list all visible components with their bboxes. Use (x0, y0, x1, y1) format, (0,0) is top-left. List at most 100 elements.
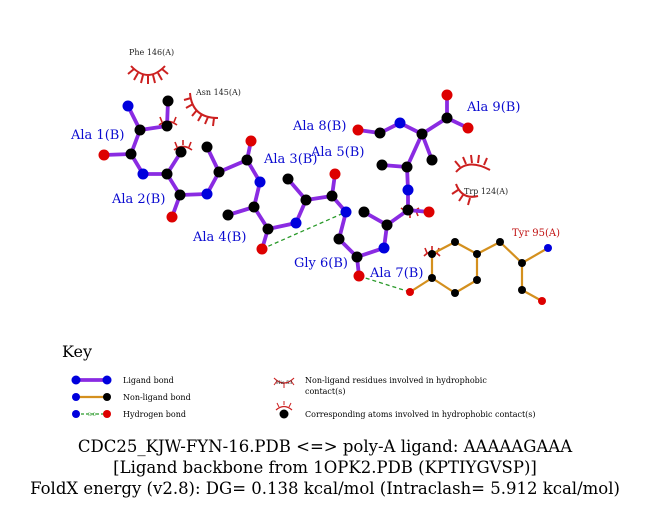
atom-o (441, 89, 453, 101)
key-his53-label: His 53 (276, 380, 292, 386)
atom-c (174, 189, 186, 201)
atom-c (441, 112, 453, 124)
atom-c (248, 201, 260, 213)
caption-line-3: FoldX energy (v2.8): DG= 0.138 kcal/mol … (30, 479, 620, 498)
atom-c (428, 274, 436, 282)
residue-labels: Ala 1(B) Ala 2(B) Ala 3(B) Ala 4(B) Ala … (70, 48, 560, 281)
key-title: Key (62, 342, 92, 361)
atom-c (300, 194, 312, 206)
atom-c (496, 238, 504, 246)
label-trp124: Trp 124(A) (464, 187, 508, 196)
key-corresponding-atoms: Corresponding atoms involved in hydropho… (275, 401, 536, 419)
atom-c (473, 250, 481, 258)
atom-c (161, 120, 173, 132)
atom-o (352, 124, 364, 136)
atom-c (161, 168, 173, 180)
atom-n (402, 184, 414, 196)
atom-o (245, 135, 257, 147)
atom-n (290, 217, 302, 229)
atom-c (162, 95, 174, 107)
label-ala9: Ala 9(B) (466, 100, 520, 115)
key-ligand-bond: Ligand bond (71, 375, 174, 385)
atom-n (122, 100, 134, 112)
atom-c (428, 250, 436, 258)
atom-c (175, 146, 187, 158)
key-corresponding-label: Corresponding atoms involved in hydropho… (305, 410, 536, 419)
key-hydrophobic-label-1: Non-ligand residues involved in hydropho… (305, 376, 487, 385)
atom-n (544, 244, 552, 252)
key-hydrophobic-label-2: contact(s) (305, 387, 345, 396)
atom-c (134, 124, 146, 136)
atom-c (241, 154, 253, 166)
atom-c (518, 286, 526, 294)
atom-n (254, 176, 266, 188)
atom-c (326, 190, 338, 202)
atom-o (538, 297, 546, 305)
label-asn145: Asn 145(A) (195, 88, 241, 97)
hbond-gly6-tyr95 (358, 275, 411, 293)
atom-o (166, 211, 178, 223)
hbond-ala4-ala5 (261, 211, 347, 250)
atom-c (125, 148, 137, 160)
atom-c (381, 219, 393, 231)
atom-c (358, 206, 370, 218)
atom-n (137, 168, 149, 180)
key-hydrophobic-residue: His 53 Non-ligand residues involved in h… (273, 376, 487, 396)
caption-line-2: [Ligand backbone from 1OPK2.PDB (KPTIYGV… (113, 458, 537, 477)
atom-c (213, 166, 225, 178)
atom-n (201, 188, 213, 200)
key-nonligand-bond: Non-ligand bond (72, 393, 191, 402)
nonligand-atoms-tyr95 (406, 238, 552, 305)
atom-c (416, 128, 428, 140)
label-ala3: Ala 3(B) (263, 152, 317, 167)
atom-c (222, 209, 234, 221)
hydrophobic-arc-asn145 (183, 92, 219, 127)
atom-c (451, 289, 459, 297)
key-hydrogen-bond-label: Hydrogen bond (123, 410, 186, 419)
key-ligand-bond-label: Ligand bond (123, 376, 174, 385)
atom-o (98, 149, 110, 161)
hydrophobic-arc-phe146 (127, 65, 169, 84)
key-nonligand-bond-label: Non-ligand bond (123, 393, 191, 402)
atom-o (462, 122, 474, 134)
label-ala7: Ala 7(B) (369, 266, 423, 281)
atom-n (394, 117, 406, 129)
label-phe146: Phe 146(A) (129, 48, 174, 57)
label-gly6: Gly 6(B) (294, 256, 348, 271)
atom-c (451, 238, 459, 246)
atom-n (378, 242, 390, 254)
caption-line-1: CDC25_KJW-FYN-16.PDB <=> poly-A ligand: … (78, 437, 573, 456)
atom-c (518, 259, 526, 267)
label-ala1: Ala 1(B) (70, 128, 124, 143)
label-ala2: Ala 2(B) (111, 192, 165, 207)
atom-n (340, 206, 352, 218)
atom-o (329, 168, 341, 180)
label-tyr95: Tyr 95(A) (512, 228, 560, 239)
atom-o (353, 270, 365, 282)
atom-c (333, 233, 345, 245)
atom-c (401, 161, 413, 173)
atom-o (256, 243, 268, 255)
atom-c (351, 251, 363, 263)
key: Key Ligand bond Non-ligand bond 3.0 Hydr… (62, 342, 536, 419)
atom-o (406, 288, 414, 296)
atom-c (473, 276, 481, 284)
atom-c (402, 204, 414, 216)
atom-c (201, 141, 213, 153)
ligand-atoms (98, 89, 474, 282)
label-ala8: Ala 8(B) (292, 119, 346, 134)
atom-c (376, 159, 388, 171)
hydrophobic-arc-trp124 (451, 154, 491, 206)
atom-c (262, 223, 274, 235)
atom-c (426, 154, 438, 166)
label-ala4: Ala 4(B) (192, 230, 246, 245)
atom-c (374, 127, 386, 139)
atom-o (423, 206, 435, 218)
caption: CDC25_KJW-FYN-16.PDB <=> poly-A ligand: … (30, 437, 620, 498)
atom-c (282, 173, 294, 185)
hydrogen-bonds (261, 211, 411, 293)
key-hb-distance: 3.0 (88, 412, 96, 418)
ligand-bonds (102, 93, 470, 278)
